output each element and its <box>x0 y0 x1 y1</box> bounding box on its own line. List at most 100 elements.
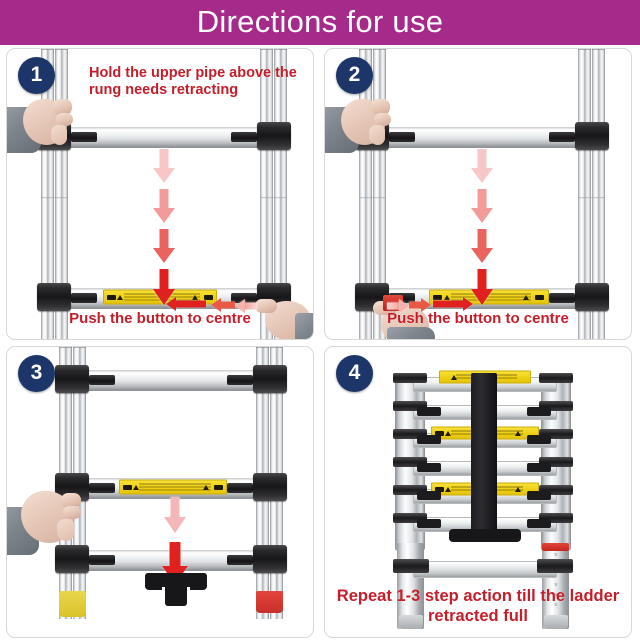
arrow-down-icon <box>471 189 493 223</box>
collapsed-collar <box>393 485 427 495</box>
finger <box>63 506 81 519</box>
arrow-down-icon <box>153 229 175 263</box>
arrow-down-icon <box>153 189 175 223</box>
finger <box>56 113 73 126</box>
arrow-down-icon <box>153 149 175 183</box>
arrow-down-icon <box>164 497 186 533</box>
hand-grip-upper <box>325 91 405 159</box>
rung-pad-left <box>89 483 115 493</box>
finger <box>61 493 81 508</box>
collapsed-collar <box>539 485 573 495</box>
bottom-collar-left <box>393 559 429 573</box>
arrow-right-icon <box>409 297 431 312</box>
rail-seam-right <box>578 197 605 199</box>
rung-collar-middle-right <box>253 473 287 501</box>
step-1-bottom-caption: Push the button to centre <box>69 309 251 327</box>
step-1-top-caption: Hold the upper pipe above the rung needs… <box>89 65 297 98</box>
rung-pad-left <box>389 132 415 142</box>
collapsed-collar <box>393 429 427 439</box>
step-panel-1: 1 Hold the upper pipe above the rung nee… <box>6 48 314 340</box>
warning-triangle-right <box>515 430 522 436</box>
warning-triangle-left <box>450 374 457 380</box>
rung-collar-top-right <box>253 365 287 393</box>
rung-collar-top-left <box>55 365 89 393</box>
bottom-tube-right <box>542 543 569 629</box>
ladder-foot-right <box>544 615 568 629</box>
step-4-bottom-caption: Repeat 1-3 step action till the ladder r… <box>336 587 620 626</box>
rung-pad-right <box>227 375 253 385</box>
collapsed-collar <box>393 457 427 467</box>
step-panel-2: 2 Push the button to centre <box>324 48 632 340</box>
red-indicator-band <box>542 543 569 551</box>
collapsed-collar <box>539 513 573 523</box>
warning-block-left <box>434 430 444 436</box>
step-3-illustration: 3 <box>7 347 313 637</box>
rung-collar-bottom-right <box>253 545 287 573</box>
rung-collar-bottom-left <box>55 545 89 573</box>
carry-strap-foot <box>449 529 521 542</box>
step-badge-2: 2 <box>336 57 373 94</box>
rung-pad-right <box>231 293 257 303</box>
rung-pad-left <box>71 293 97 303</box>
arrow-left-icon <box>211 297 235 312</box>
finger <box>53 99 72 115</box>
hand-grip-lower <box>7 475 93 555</box>
rung-pad-right <box>527 463 551 472</box>
ladder-rail-right-outer <box>274 49 287 339</box>
rung-pad-right <box>549 132 575 142</box>
ladder-rail-right-outer <box>592 49 605 339</box>
rung-pad-left <box>417 519 441 528</box>
collapsed-collar <box>539 457 573 467</box>
thumb <box>51 125 67 145</box>
finger <box>371 99 390 115</box>
ladder-rung-top <box>81 369 261 391</box>
rung-pad-left <box>417 491 441 500</box>
rung-pad-left <box>417 463 441 472</box>
warning-triangle-left <box>444 430 451 436</box>
step-2-bottom-caption: Push the button to centre <box>387 309 569 327</box>
rail-seam-left <box>359 197 386 199</box>
stabilizer-stem <box>165 584 187 606</box>
sleeve <box>295 313 313 339</box>
arrow-left-icon <box>166 296 206 311</box>
arrow-right-icon <box>433 296 473 311</box>
warning-block-right <box>535 294 545 300</box>
rung-pad-left <box>417 435 441 444</box>
bottom-rung <box>413 561 557 578</box>
arrow-left-icon <box>235 298 257 313</box>
step-panel-4: ≡≡ ≡≡ ≡≡ 4 Repeat 1-3 step action till t… <box>324 346 632 638</box>
rung-pad-right <box>527 519 551 528</box>
arrow-right-icon <box>387 298 409 313</box>
warning-text-lines <box>139 482 212 492</box>
rail-seam-right <box>260 197 287 199</box>
step-4-illustration: ≡≡ ≡≡ ≡≡ 4 Repeat 1-3 step action till t… <box>325 347 631 637</box>
header-banner: Directions for use <box>0 0 640 45</box>
hand-press-button <box>251 295 313 339</box>
rung-pad-left <box>89 555 115 565</box>
ladder-rail-right-inner <box>260 49 273 339</box>
warning-triangle-left <box>132 484 139 490</box>
warning-block-left <box>432 294 442 300</box>
rung-collar-upper-right <box>575 122 609 150</box>
warning-label <box>119 479 227 495</box>
ladder-rung-upper <box>381 126 583 148</box>
ladder-foot-left <box>59 591 86 617</box>
ladder-foot-left <box>399 615 423 629</box>
collapsed-collar <box>539 429 573 439</box>
thumb <box>369 125 385 145</box>
collapsed-collar <box>539 373 573 383</box>
warning-triangle-right <box>523 294 530 300</box>
rung-collar-upper-right <box>257 122 291 150</box>
warning-block-left <box>434 486 444 492</box>
step-1-illustration: 1 Hold the upper pipe above the rung nee… <box>7 49 313 339</box>
rung-pad-left <box>89 375 115 385</box>
rail-seam-left <box>41 197 68 199</box>
rung-pad-left <box>71 132 97 142</box>
panel-grid: 1 Hold the upper pipe above the rung nee… <box>0 45 640 640</box>
step-2-illustration: 2 Push the button to centre <box>325 49 631 339</box>
stabilizer-wing-left <box>145 581 162 590</box>
warning-triangle-right <box>515 486 522 492</box>
bottom-collar-right <box>537 559 573 573</box>
ladder-foot-right <box>256 591 283 613</box>
